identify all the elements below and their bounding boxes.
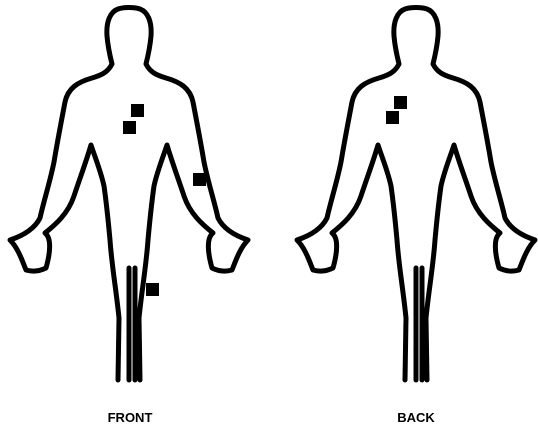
front-figure [10, 8, 248, 381]
front-marker-upper-chest-right [131, 104, 144, 117]
back-marker-upper-back-left [386, 111, 399, 124]
front-label: FRONT [108, 410, 153, 425]
injury-markers [123, 96, 407, 296]
back-marker-upper-back-right [394, 96, 407, 109]
front-marker-upper-chest-left [123, 121, 136, 134]
back-label: BACK [397, 410, 435, 425]
front-marker-left-forearm [193, 173, 206, 186]
front-marker-left-thigh [146, 283, 159, 296]
back-figure [297, 8, 535, 381]
